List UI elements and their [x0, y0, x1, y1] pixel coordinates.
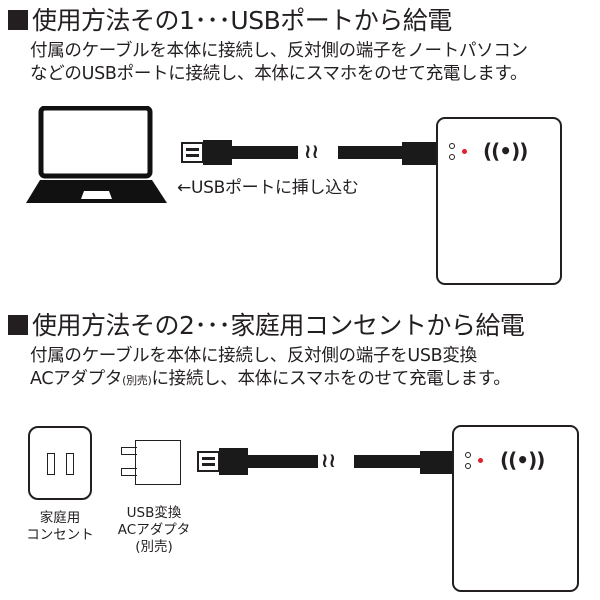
section1-heading-text: 使用方法その1･･･USBポートから給電 [32, 6, 452, 35]
laptop-icon [24, 105, 169, 206]
wireless-icon: ((•)) [500, 448, 545, 472]
section2-desc-line1: 付属のケーブルを本体に接続し、反対側の端子をUSB変換 [30, 346, 477, 366]
usb-port-caption: ←USBポートに挿し込む [177, 178, 359, 198]
adapter-caption: USB変換 ACアダプタ (別売) [112, 505, 196, 556]
led-indicator [462, 149, 467, 154]
outlet-caption-line2: コンセント [26, 527, 94, 543]
section1-heading: 使用方法その1･･･USBポートから給電 [8, 6, 452, 36]
cable-break-icon: ≀≀ [304, 139, 319, 163]
section2-desc-line2: ACアダプタ(別売)に接続し、本体にスマホをのせて充電します。 [30, 368, 511, 392]
cable-break-icon: ≀≀ [321, 448, 336, 472]
section1-description: 付属のケーブルを本体に接続し、反対側の端子をノートパソコン などのUSBポートに… [30, 40, 528, 86]
charger-pad-icon: ((•)) [436, 117, 562, 285]
led-indicator [478, 458, 483, 463]
square-bullet-icon [8, 10, 28, 30]
wireless-icon: ((•)) [483, 139, 528, 163]
section2-heading: 使用方法その2･･･家庭用コンセントから給電 [8, 311, 525, 341]
desc-adapter-text: ACアダプタ [30, 369, 123, 389]
charger-pad-icon: ((•)) [452, 425, 579, 592]
adapter-caption-line1: USB変換 [126, 505, 182, 521]
usb-plug-icon [197, 451, 220, 472]
outlet-caption: 家庭用 コンセント [24, 510, 96, 544]
square-bullet-icon [8, 315, 28, 335]
adapter-caption-line2: ACアダプタ [117, 522, 191, 538]
outlet-caption-line1: 家庭用 [39, 510, 81, 526]
wall-outlet-icon [28, 426, 92, 500]
desc-sold-separately: (別売) [122, 374, 152, 387]
desc-rest-text: に接続し、本体にスマホをのせて充電します。 [151, 369, 511, 389]
adapter-caption-line3: (別売) [135, 539, 173, 555]
section1-desc-line1: 付属のケーブルを本体に接続し、反対側の端子をノートパソコン [30, 41, 528, 61]
section2-heading-text: 使用方法その2･･･家庭用コンセントから給電 [32, 311, 525, 340]
section1-desc-line2: などのUSBポートに接続し、本体にスマホをのせて充電します。 [30, 64, 528, 84]
usb-plug-icon [181, 142, 204, 163]
section2-description: 付属のケーブルを本体に接続し、反対側の端子をUSB変換 ACアダプタ(別売)に接… [30, 345, 511, 392]
